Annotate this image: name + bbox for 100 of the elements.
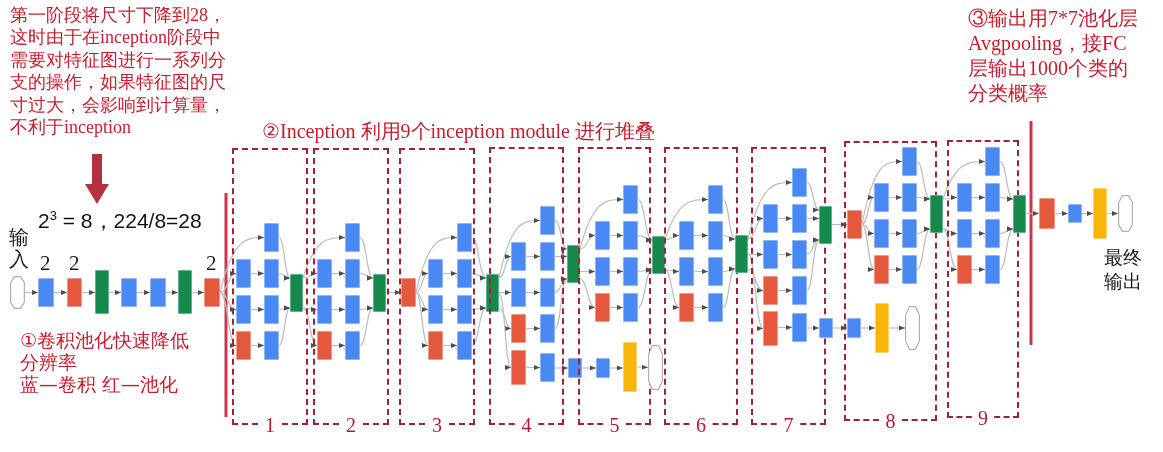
arrow [888, 325, 906, 331]
arrow [471, 272, 487, 281]
conv-layer-box [874, 219, 889, 248]
arrow [747, 180, 793, 240]
arrow [747, 268, 764, 292]
concat-layer-box [930, 195, 943, 233]
pooling-layer-box [511, 350, 526, 385]
conv-layer-box [679, 257, 694, 286]
arrow [579, 197, 624, 250]
concat-layer-box [290, 274, 303, 312]
pooling-layer-box [763, 311, 778, 346]
arrow [302, 235, 346, 279]
conv-layer-box [457, 331, 472, 360]
arrow [331, 271, 346, 276]
conv-layer-box [345, 295, 360, 324]
conv-layer-box [428, 259, 443, 288]
conv-layer-box [511, 242, 526, 271]
arrow [831, 222, 848, 227]
softmax-layer-box [623, 342, 637, 392]
conv-layer-box [957, 219, 972, 248]
concat-layer-box [735, 235, 748, 273]
conv-layer-box [121, 278, 137, 307]
arrow [747, 252, 764, 257]
arrow [916, 228, 931, 271]
conv-layer-box [595, 257, 610, 286]
conv-layer-box [150, 278, 166, 307]
arrow [806, 181, 820, 211]
conv-layer-box [985, 219, 1000, 248]
arrow [777, 216, 793, 221]
norm-layer-box [178, 270, 192, 314]
arrow [554, 278, 568, 330]
arrow [1054, 211, 1069, 216]
arrow [219, 272, 237, 294]
conv-layer-box [708, 221, 723, 250]
arrow [442, 307, 458, 312]
annotation-text: 第一阶段将尺寸下降到28，这时由于在inception阶段中需要对特征图进行一系列分支的操作，如果特征图的尺寸过大，会影响到计算量，不利于inception [10, 4, 232, 154]
pooling-layer-box [401, 278, 416, 307]
arrow [747, 217, 764, 240]
arrow [250, 307, 265, 312]
fc-layer-box [819, 318, 833, 338]
arrow [53, 290, 68, 295]
conv-layer-box [902, 255, 917, 284]
arrow [579, 269, 596, 274]
arrow [250, 271, 265, 276]
arrow [999, 160, 1014, 200]
conv-layer-box [345, 259, 360, 288]
pooling-layer-box [847, 210, 862, 239]
stride-number: 2 [40, 250, 51, 276]
concat-layer-box [819, 206, 832, 244]
fc-layer-box [1068, 204, 1082, 223]
arrow [637, 234, 653, 243]
arrow [832, 325, 848, 331]
arrow [81, 290, 96, 295]
arrow [191, 290, 205, 295]
arrow [359, 272, 374, 281]
arrow [498, 255, 512, 279]
arrow [722, 198, 736, 240]
arrow [664, 269, 680, 309]
conv-layer-box [540, 278, 555, 307]
conv-layer-box [623, 293, 638, 322]
arrow [302, 307, 318, 312]
arrow [1025, 211, 1040, 216]
arrow [581, 365, 597, 371]
arrow [331, 307, 346, 312]
arrow [693, 269, 709, 274]
pooling-layer-box [67, 278, 82, 307]
arrow [415, 235, 458, 294]
arrow [136, 290, 151, 295]
stride-number: 2 [69, 250, 80, 276]
conv-layer-box [874, 183, 889, 212]
pooling-layer-box [957, 255, 972, 284]
arrow [861, 223, 875, 236]
pooling-layer-box [763, 276, 778, 305]
stride-number: 2 [206, 250, 217, 276]
arrow [278, 307, 291, 347]
conv-layer-box [264, 223, 279, 252]
arrow [331, 343, 346, 348]
conv-layer-box [236, 259, 251, 288]
arrow [165, 290, 179, 295]
conv-layer-box [457, 295, 472, 324]
arrow [579, 234, 596, 250]
block-arrow [85, 154, 109, 204]
output-note: ③输出用7*7池化层Avgpooling，接FC层输出1000个类的分类概率 [968, 6, 1139, 106]
softmax-octagon [648, 345, 663, 390]
arrow [747, 253, 764, 330]
arrow [722, 268, 736, 309]
conv-layer-box [708, 185, 723, 214]
arrow [250, 343, 265, 348]
arrow [415, 291, 429, 347]
arrow [664, 269, 680, 274]
arrow [302, 307, 318, 347]
conv-layer-box [985, 255, 1000, 284]
arrow [24, 290, 39, 295]
conv-layer-box [985, 147, 1000, 176]
arrow [278, 272, 291, 280]
conv-layer-box [540, 314, 555, 343]
conv-layer-box [264, 331, 279, 360]
arrow [861, 223, 875, 271]
arrow [971, 231, 986, 236]
arrow [498, 292, 512, 369]
